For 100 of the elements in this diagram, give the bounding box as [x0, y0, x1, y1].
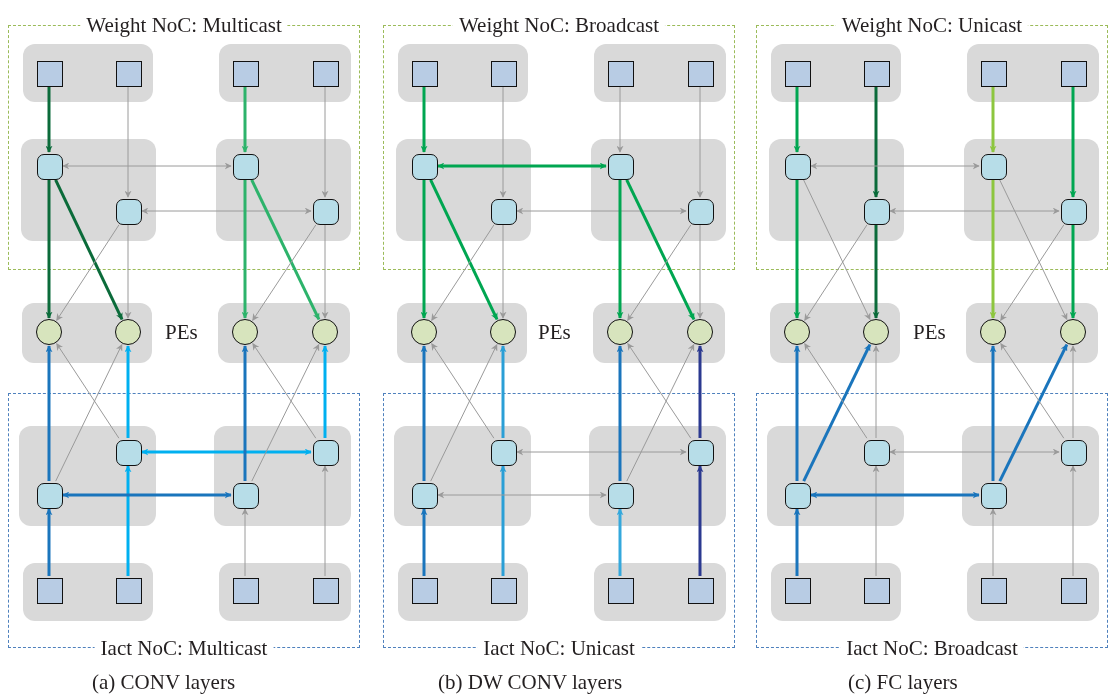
group-panel: [214, 426, 351, 526]
arrow: [141, 448, 312, 456]
arrow: [124, 224, 132, 319]
arrow: [872, 87, 880, 198]
buffer-square: [37, 61, 63, 87]
router-node: [785, 483, 811, 509]
arrow: [803, 179, 871, 321]
router-node: [37, 154, 63, 180]
group-panel: [22, 303, 152, 363]
arrow: [616, 86, 624, 153]
buffer-square: [37, 578, 63, 604]
arrow: [420, 87, 428, 153]
buffer-square: [233, 578, 259, 604]
group-panel: [398, 563, 528, 621]
group-panel: [218, 303, 350, 363]
group-panel: [594, 44, 726, 102]
router-node: [864, 199, 890, 225]
arrow: [499, 465, 507, 576]
group-panel: [219, 44, 351, 102]
group-panel: [219, 563, 351, 621]
buffer-square: [785, 578, 811, 604]
arrow: [989, 508, 997, 577]
arrow: [45, 345, 53, 481]
pe-label: PEs: [538, 320, 571, 344]
arrow: [810, 162, 980, 170]
arrow: [54, 179, 124, 321]
arrow: [55, 343, 123, 482]
arrow: [420, 345, 428, 481]
arrow: [696, 345, 704, 438]
pe-circle: [863, 319, 889, 345]
buffer-square: [608, 61, 634, 87]
pe-circle: [687, 319, 713, 345]
router-node: [981, 154, 1007, 180]
arrow: [627, 343, 692, 439]
arrow: [889, 448, 1060, 456]
arrow: [420, 180, 428, 319]
buffer-square: [233, 61, 259, 87]
arrow: [696, 86, 704, 198]
arrow: [321, 86, 329, 198]
group-panel: [964, 139, 1099, 241]
group-panel: [962, 426, 1099, 526]
arrow: [252, 343, 317, 439]
buffer-square: [116, 578, 142, 604]
group-panel: [19, 426, 156, 526]
arrow: [241, 180, 249, 319]
arrow: [420, 508, 428, 576]
pe-circle: [490, 319, 516, 345]
pe-circle: [232, 319, 258, 345]
arrow: [252, 224, 317, 321]
arrow: [1069, 87, 1077, 198]
group-panel: [397, 303, 527, 363]
arrow: [251, 343, 320, 482]
pe-circle: [411, 319, 437, 345]
router-node: [785, 154, 811, 180]
router-node: [116, 440, 142, 466]
group-panel: [594, 563, 726, 621]
arrow: [616, 180, 624, 319]
arrow: [696, 465, 704, 576]
arrow: [696, 224, 704, 319]
pe-circle: [115, 319, 141, 345]
buffer-square: [116, 61, 142, 87]
arrow: [241, 345, 249, 481]
arrow: [321, 345, 329, 438]
pe-label: PEs: [913, 320, 946, 344]
buffer-square: [785, 61, 811, 87]
router-node: [1061, 199, 1087, 225]
arrow: [45, 508, 53, 576]
buffer-square: [491, 578, 517, 604]
arrow: [321, 224, 329, 319]
arrow: [872, 225, 880, 319]
arrow: [431, 224, 495, 321]
arrow: [793, 87, 801, 153]
arrow: [56, 343, 120, 439]
router-node: [608, 154, 634, 180]
pe-circle: [1060, 319, 1086, 345]
panel-caption: (c) FC layers: [848, 670, 958, 694]
group-panel: [767, 426, 904, 526]
router-node: [864, 440, 890, 466]
arrow: [499, 345, 507, 438]
group-panel: [396, 139, 531, 241]
buffer-square: [1061, 578, 1087, 604]
router-node: [491, 440, 517, 466]
buffer-square: [688, 61, 714, 87]
arrow: [616, 345, 624, 481]
router-node: [688, 199, 714, 225]
arrow: [804, 343, 868, 439]
group-panel: [771, 44, 901, 102]
arrow: [516, 207, 687, 215]
router-node: [688, 440, 714, 466]
buffer-square: [1061, 61, 1087, 87]
arrow: [45, 87, 53, 153]
arrow: [872, 465, 880, 577]
arrow: [1000, 224, 1065, 321]
buffer-square: [608, 578, 634, 604]
arrow: [56, 224, 120, 321]
pe-circle: [36, 319, 62, 345]
group-panel: [21, 139, 156, 241]
arrow: [872, 345, 880, 439]
arrow: [62, 491, 232, 499]
buffer-square: [864, 578, 890, 604]
